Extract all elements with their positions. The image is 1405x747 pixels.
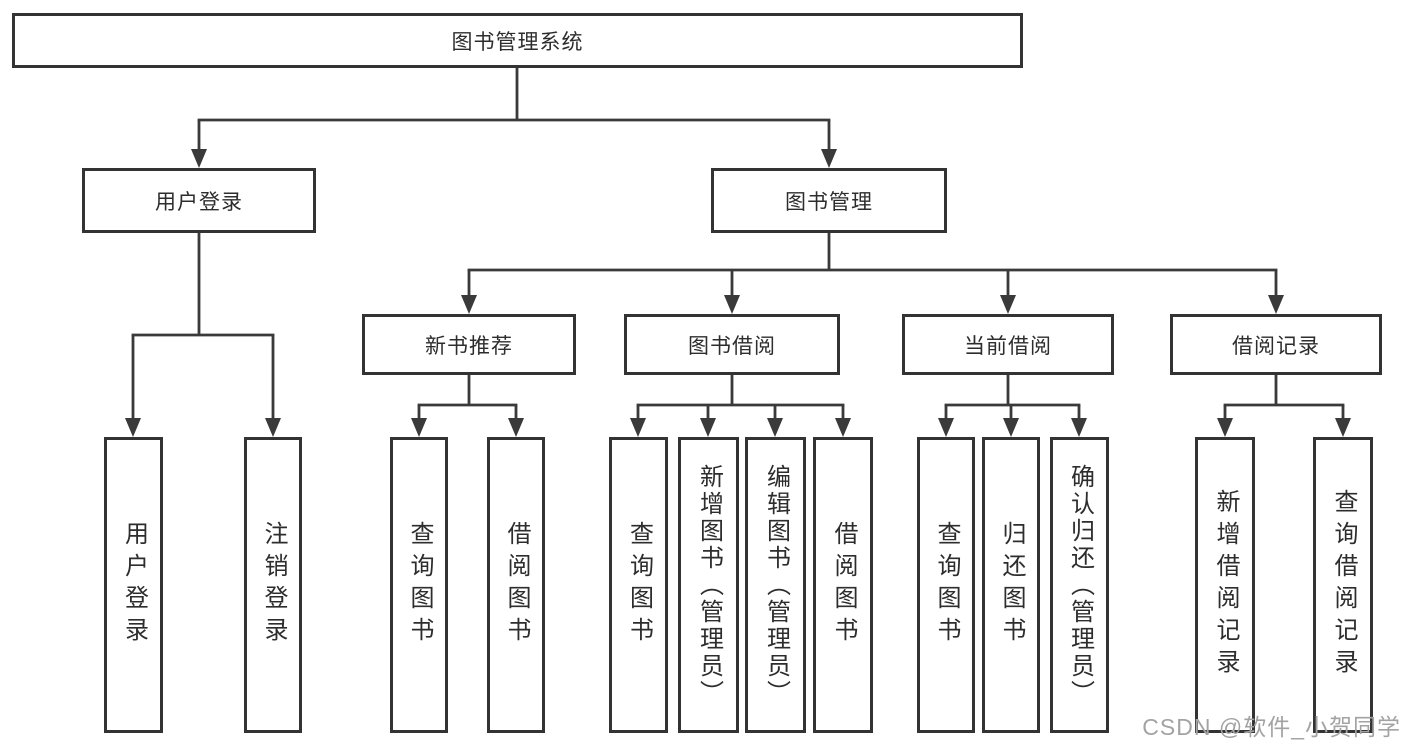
- node-bb-query-books: 查询图书: [609, 437, 668, 733]
- arrowhead-icon: [1000, 295, 1016, 314]
- node-user-login-group: 用户登录: [82, 168, 316, 233]
- arrowhead-icon: [265, 418, 281, 437]
- arrowhead-icon: [700, 418, 716, 437]
- node-new-book-recommend: 新书推荐: [362, 314, 576, 375]
- arrowhead-icon: [191, 149, 207, 168]
- node-root: 图书管理系统: [12, 13, 1023, 68]
- node-bb-edit-books-admin: 编辑图书（管理员）: [745, 437, 806, 733]
- node-bb-borrow-books: 借阅图书: [813, 437, 873, 733]
- arrowhead-icon: [1268, 295, 1284, 314]
- arrowhead-icon: [821, 149, 837, 168]
- node-user-login: 用户登录: [104, 437, 163, 733]
- arrowhead-icon: [767, 418, 783, 437]
- node-br-query-record: 查询借阅记录: [1313, 437, 1373, 733]
- arrowhead-icon: [724, 295, 740, 314]
- node-bb-add-books-admin: 新增图书（管理员）: [678, 437, 739, 733]
- node-br-add-record: 新增借阅记录: [1195, 437, 1255, 733]
- node-nb-query-books: 查询图书: [390, 437, 448, 733]
- arrowhead-icon: [1335, 418, 1351, 437]
- arrowhead-icon: [411, 418, 427, 437]
- node-cb-query-books: 查询图书: [917, 437, 975, 733]
- arrowhead-icon: [835, 418, 851, 437]
- node-nb-borrow-books: 借阅图书: [487, 437, 545, 733]
- node-current-borrowing: 当前借阅: [902, 314, 1114, 375]
- arrowhead-icon: [125, 418, 141, 437]
- node-borrowing-records: 借阅记录: [1170, 314, 1382, 375]
- node-book-borrowing: 图书借阅: [624, 314, 840, 375]
- arrowhead-icon: [1003, 418, 1019, 437]
- node-logout: 注销登录: [244, 437, 302, 733]
- arrowhead-icon: [630, 418, 646, 437]
- arrowhead-icon: [1071, 418, 1087, 437]
- node-cb-confirm-return: 确认归还（管理员）: [1050, 437, 1109, 733]
- node-cb-return-books: 归还图书: [982, 437, 1040, 733]
- watermark: CSDN @软件_小贺同学: [1142, 714, 1401, 740]
- arrowhead-icon: [508, 418, 524, 437]
- arrowhead-icon: [461, 295, 477, 314]
- arrowhead-icon: [1217, 418, 1233, 437]
- node-book-management: 图书管理: [711, 168, 947, 233]
- arrowhead-icon: [938, 418, 954, 437]
